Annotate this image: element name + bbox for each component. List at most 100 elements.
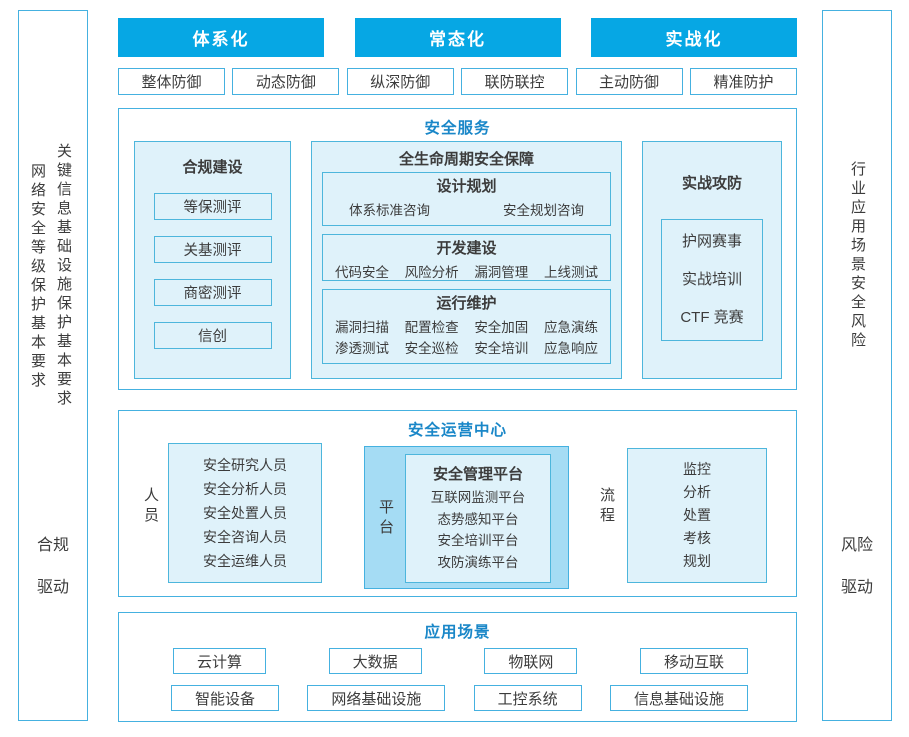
platform-label: 平台: [378, 498, 394, 536]
scenario-box: 智能设备: [171, 685, 280, 711]
defense-box: 整体防御: [118, 68, 225, 95]
ops-item: 安全加固: [474, 320, 529, 335]
design-item: 体系标准咨询: [349, 203, 430, 218]
bar-systematic: 体系化: [118, 18, 324, 57]
ops-item: 应急响应: [543, 341, 598, 356]
bar-normalized: 常态化: [354, 18, 561, 57]
combat-title: 实战攻防: [681, 175, 742, 192]
vertical-text-industry-risk: 行业应用场景安全风险: [849, 161, 866, 351]
scenario-box: 云计算: [173, 648, 267, 674]
defense-box: 动态防御: [232, 68, 340, 95]
driver-line: 合规: [36, 537, 69, 554]
compliance-item: 信创: [153, 322, 272, 349]
risk-driver-label: 风险 驱动: [823, 531, 891, 597]
process-label: 流程: [599, 487, 615, 524]
defense-box: 纵深防御: [346, 68, 454, 95]
operation-maintenance-title: 运行维护: [436, 295, 497, 312]
ops-item: 配置检查: [404, 320, 459, 335]
process-item: 处置: [683, 507, 711, 523]
personnel-item: 安全研究人员: [203, 457, 287, 473]
platform-outer-box: 平台 安全管理平台 互联网监测平台 态势感知平台 安全培训平台 攻防演练平台: [364, 446, 569, 589]
design-item: 安全规划咨询: [503, 203, 584, 218]
combat-item: 实战培训: [681, 271, 742, 288]
development-title: 开发建设: [436, 240, 497, 257]
driver-line: 驱动: [36, 579, 69, 596]
combat-item: 护网赛事: [681, 233, 742, 250]
ops-items-row2: 渗透测试 安全巡检 安全培训 应急响应: [323, 338, 610, 359]
driver-line: 驱动: [840, 579, 873, 596]
platform-item: 安全培训平台: [437, 533, 519, 548]
defense-box: 联防联控: [461, 68, 569, 95]
scenario-box: 工控系统: [473, 685, 582, 711]
methodology-bar-row: 体系化 常态化 实战化: [118, 18, 797, 57]
vertical-text-classified-protection: 网络安全等级保护基本要求: [29, 163, 46, 391]
right-risk-sidebar: 行业应用场景安全风险 风险 驱动: [822, 10, 892, 721]
driver-line: 风险: [840, 537, 873, 554]
personnel-label: 人员: [143, 487, 159, 524]
design-planning-box: 设计规划 体系标准咨询 安全规划咨询: [322, 172, 611, 226]
security-service-panel: 安全服务 合规建设 等保测评 关基测评 商密测评 信创 全生命周期安全保障 设计…: [118, 108, 797, 390]
scenario-box: 物联网: [484, 648, 578, 674]
dev-item: 风险分析: [404, 265, 459, 280]
security-operation-center-panel: 安全运营中心 人员 安全研究人员 安全分析人员 安全处置人员 安全咨询人员 安全…: [118, 410, 797, 597]
security-service-title: 安全服务: [424, 120, 491, 137]
scenario-row-2: 智能设备 网络基础设施 工控系统 信息基础设施: [171, 685, 748, 711]
left-compliance-sidebar: 关键信息基础设施保护基本要求 网络安全等级保护基本要求 合规 驱动: [18, 10, 88, 721]
ops-item: 安全培训: [474, 341, 529, 356]
ops-item: 漏洞扫描: [335, 320, 389, 335]
process-item: 分析: [683, 484, 711, 500]
operation-maintenance-box: 运行维护 漏洞扫描 配置检查 安全加固 应急演练 渗透测试 安全巡检 安全培训 …: [322, 289, 611, 364]
vertical-text-critical-infrastructure: 关键信息基础设施保护基本要求: [55, 143, 72, 409]
combat-inner-box: 护网赛事 实战培训 CTF 竞赛: [661, 219, 763, 341]
personnel-item: 安全分析人员: [203, 481, 287, 497]
ops-item: 安全巡检: [404, 341, 459, 356]
lifecycle-title: 全生命周期安全保障: [398, 151, 534, 168]
compliance-item: 关基测评: [153, 236, 272, 263]
scenario-box: 大数据: [328, 648, 422, 674]
process-box: 监控 分析 处置 考核 规划: [627, 448, 767, 583]
ops-item: 渗透测试: [335, 341, 389, 356]
scenario-box: 移动互联: [639, 648, 748, 674]
scenario-box: 信息基础设施: [609, 685, 748, 711]
scenario-row-1: 云计算 大数据 物联网 移动互联: [173, 648, 748, 674]
application-scenarios-panel: 应用场景 云计算 大数据 物联网 移动互联 智能设备 网络基础设施 工控系统 信…: [118, 612, 797, 722]
soc-title: 安全运营中心: [407, 422, 507, 439]
combat-item: CTF 竞赛: [680, 309, 744, 326]
personnel-item: 安全咨询人员: [203, 529, 287, 545]
platform-inner-box: 安全管理平台 互联网监测平台 态势感知平台 安全培训平台 攻防演练平台: [405, 454, 551, 583]
defense-box: 精准防护: [689, 68, 797, 95]
platform-item: 攻防演练平台: [437, 554, 519, 570]
scenario-box: 网络基础设施: [307, 685, 446, 711]
compliance-item: 等保测评: [153, 193, 272, 220]
design-planning-title: 设计规划: [436, 178, 497, 195]
defense-capability-row: 整体防御 动态防御 纵深防御 联防联控 主动防御 精准防护: [118, 68, 797, 95]
scenarios-title: 应用场景: [424, 624, 491, 641]
compliance-driver-label: 合规 驱动: [19, 531, 87, 597]
compliance-item: 商密测评: [153, 279, 272, 306]
dev-item: 漏洞管理: [474, 265, 529, 280]
lifecycle-assurance-box: 全生命周期安全保障 设计规划 体系标准咨询 安全规划咨询 开发建设 代码安全 风…: [311, 141, 622, 379]
combat-offense-defense-box: 实战攻防 护网赛事 实战培训 CTF 竞赛: [642, 141, 782, 379]
security-service-body: 合规建设 等保测评 关基测评 商密测评 信创 全生命周期安全保障 设计规划 体系…: [134, 141, 782, 379]
process-item: 考核: [683, 530, 711, 546]
dev-item: 上线测试: [543, 265, 598, 280]
development-items: 代码安全 风险分析 漏洞管理 上线测试: [323, 262, 610, 283]
ops-items-row1: 漏洞扫描 配置检查 安全加固 应急演练: [323, 317, 610, 338]
personnel-item: 安全处置人员: [203, 505, 287, 521]
personnel-box: 安全研究人员 安全分析人员 安全处置人员 安全咨询人员 安全运维人员: [168, 443, 322, 583]
compliance-construction-title: 合规建设: [182, 159, 243, 176]
platform-item: 互联网监测平台: [430, 490, 526, 505]
platform-item: 态势感知平台: [437, 511, 519, 527]
compliance-construction-box: 合规建设 等保测评 关基测评 商密测评 信创: [134, 141, 291, 379]
personnel-item: 安全运维人员: [203, 553, 287, 569]
defense-box: 主动防御: [575, 68, 683, 95]
development-box: 开发建设 代码安全 风险分析 漏洞管理 上线测试: [322, 234, 611, 281]
design-planning-items: 体系标准咨询 安全规划咨询: [323, 200, 610, 221]
dev-item: 代码安全: [335, 265, 389, 280]
process-item: 规划: [683, 553, 711, 569]
process-item: 监控: [683, 461, 711, 477]
main-column: 体系化 常态化 实战化 整体防御 动态防御 纵深防御 联防联控 主动防御 精准防…: [118, 0, 797, 737]
ops-item: 应急演练: [543, 320, 598, 335]
platform-title: 安全管理平台: [432, 466, 523, 483]
